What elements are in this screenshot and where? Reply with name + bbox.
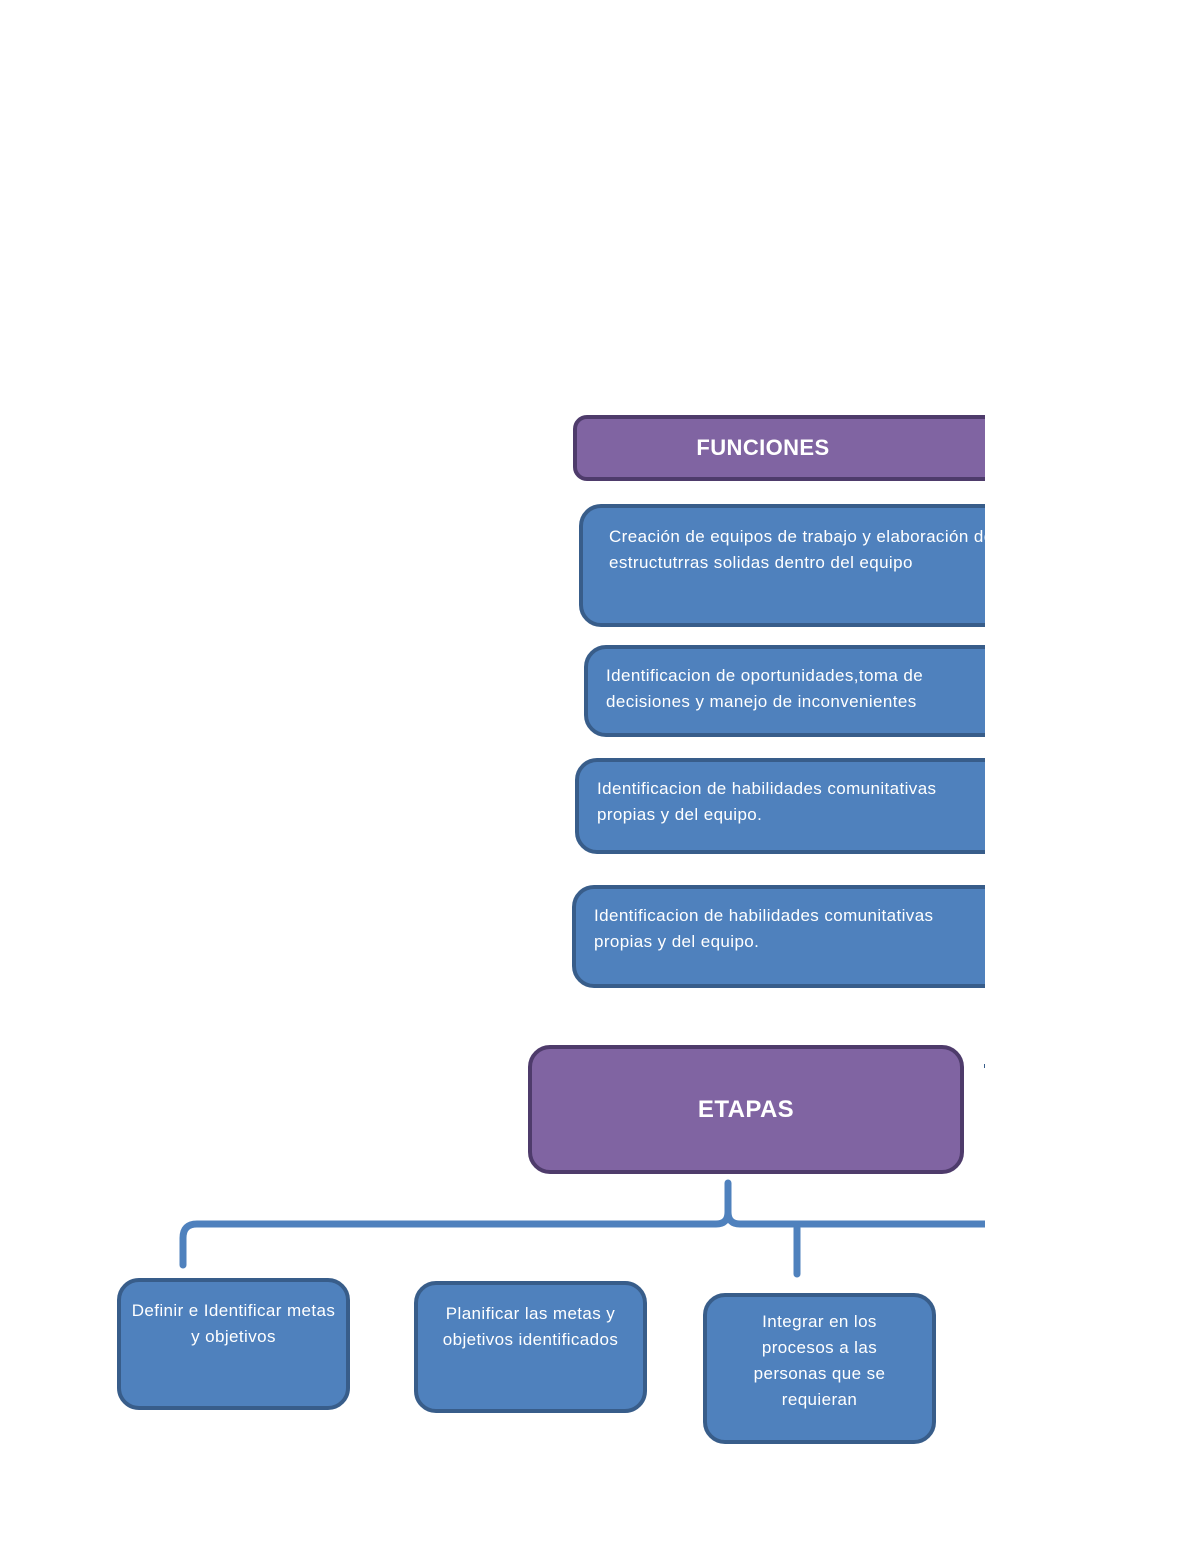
funcion-box-1: Creación de equipos de trabajo y elabora… xyxy=(579,504,985,627)
etapa-text-1: Definir e Identificar metas y objetivos xyxy=(131,1301,336,1346)
brace-connector xyxy=(179,1179,985,1269)
funcion-text-1: Creación de equipos de trabajo y elabora… xyxy=(609,527,985,572)
etapa-box-2: Planificar las metas y objetivos identif… xyxy=(414,1281,647,1413)
etapas-header: ETAPAS xyxy=(528,1045,964,1174)
funcion-text-2: Identificacion de oportunidades,toma de … xyxy=(606,666,924,711)
funcion-text-3: Identificacion de habilidades comunitati… xyxy=(597,779,937,824)
funcion-box-4: Identificacion de habilidades comunitati… xyxy=(572,885,985,988)
funciones-title: FUNCIONES xyxy=(696,435,830,460)
funcion-box-3: Identificacion de habilidades comunitati… xyxy=(575,758,985,854)
funciones-header: FUNCIONES xyxy=(573,415,985,481)
etapas-title: ETAPAS xyxy=(697,1095,795,1123)
etapa-text-2: Planificar las metas y objetivos identif… xyxy=(442,1304,619,1349)
etapa-text-3: Integrar en los procesos a las personas … xyxy=(753,1312,886,1409)
diagram: FUNCIONES Creación de equipos de trabajo… xyxy=(117,415,985,1444)
etapa-box-1: Definir e Identificar metas y objetivos xyxy=(117,1278,350,1410)
funcion-text-4: Identificacion de habilidades comunitati… xyxy=(594,906,934,951)
funcion-box-2: Identificacion de oportunidades,toma de … xyxy=(584,645,985,737)
etapa-box-3: Integrar en los procesos a las personas … xyxy=(703,1293,936,1444)
connector-lines xyxy=(179,1064,985,1278)
